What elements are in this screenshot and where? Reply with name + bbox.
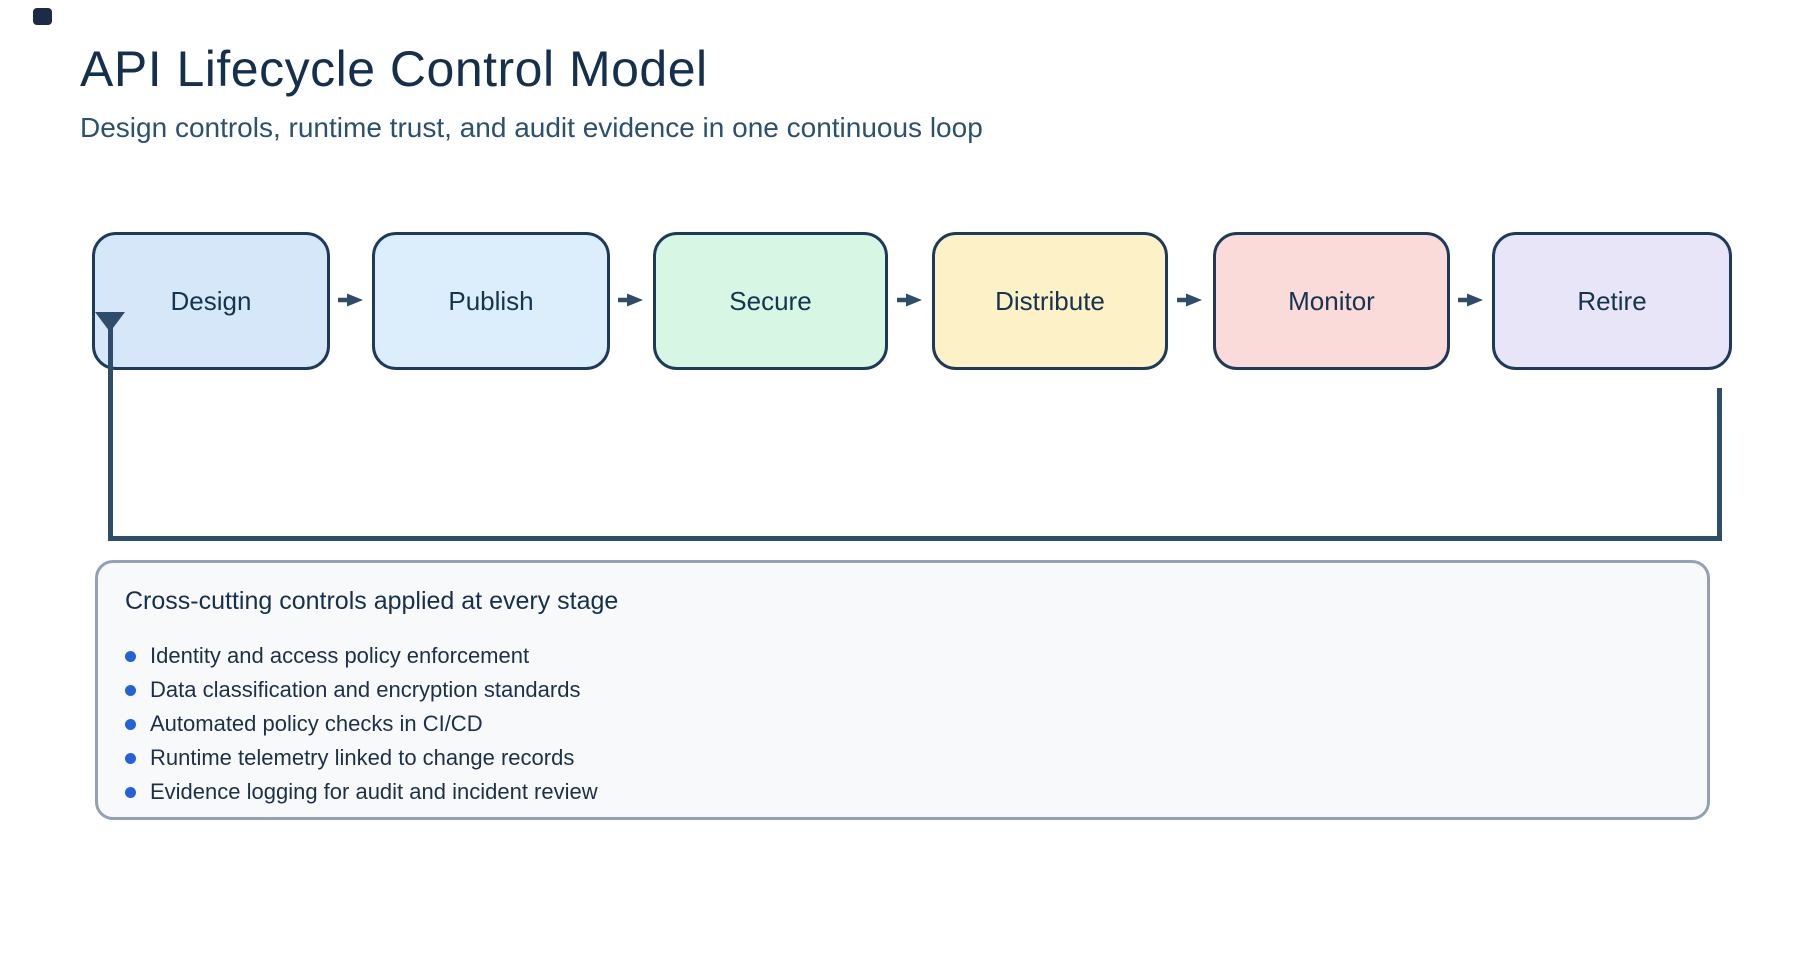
- controls-panel-heading: Cross-cutting controls applied at every …: [125, 587, 619, 615]
- stage-distribute: Distribute: [932, 232, 1168, 370]
- flow-arrow-icon: [1458, 293, 1483, 307]
- corner-mark: [33, 8, 52, 25]
- flow-arrow-icon: [618, 293, 643, 307]
- bullet-icon: [125, 752, 136, 764]
- list-item: Runtime telemetry linked to change recor…: [125, 741, 598, 775]
- list-item: Identity and access policy enforcement: [125, 639, 598, 673]
- list-item: Automated policy checks in CI/CD: [125, 707, 598, 741]
- stage-publish: Publish: [372, 232, 610, 370]
- bullet-icon: [125, 786, 136, 798]
- stage-design-label: Design: [170, 285, 252, 316]
- list-item-text: Automated policy checks in CI/CD: [150, 711, 483, 736]
- list-item-text: Runtime telemetry linked to change recor…: [150, 745, 575, 770]
- stage-retire-label: Retire: [1577, 285, 1647, 316]
- list-item-text: Data classification and encryption stand…: [150, 677, 581, 702]
- list-item: Evidence logging for audit and incident …: [125, 775, 598, 809]
- list-item-text: Identity and access policy enforcement: [150, 643, 530, 668]
- page-subtitle: Design controls, runtime trust, and audi…: [80, 112, 983, 143]
- stage-distribute-label: Distribute: [995, 285, 1105, 316]
- flow-arrow-icon: [338, 293, 363, 307]
- stage-monitor: Monitor: [1213, 232, 1450, 370]
- list-item-text: Evidence logging for audit and incident …: [150, 779, 598, 804]
- controls-panel: Cross-cutting controls applied at every …: [95, 560, 1710, 820]
- stage-secure-label: Secure: [729, 285, 812, 316]
- controls-list: Identity and access policy enforcement D…: [125, 639, 598, 809]
- list-item: Data classification and encryption stand…: [125, 673, 598, 707]
- bullet-icon: [125, 718, 136, 730]
- stage-retire: Retire: [1492, 232, 1732, 370]
- stage-secure: Secure: [653, 232, 888, 370]
- stage-publish-label: Publish: [448, 285, 534, 316]
- page-title: API Lifecycle Control Model: [80, 41, 708, 97]
- bullet-icon: [125, 650, 136, 662]
- flow-arrow-icon: [1177, 293, 1202, 307]
- loop-arrowhead-icon: [95, 312, 125, 332]
- loop-line-left: [108, 315, 113, 541]
- loop-line-bottom: [108, 536, 1722, 541]
- stage-monitor-label: Monitor: [1288, 285, 1375, 316]
- bullet-icon: [125, 684, 136, 696]
- stage-design: Design: [92, 232, 330, 370]
- loop-line-right: [1717, 388, 1722, 536]
- flow-arrow-icon: [897, 293, 922, 307]
